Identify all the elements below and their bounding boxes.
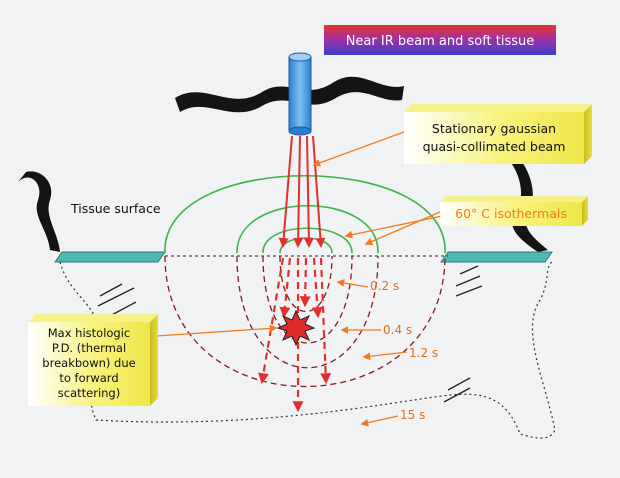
time-label-0-2s: 0.2 s [370,279,399,293]
isotherm-label: 60° C isothermals [455,206,567,221]
tissue-strand-left [18,171,60,252]
isotherm-label-box: 60° C isothermals [440,196,588,226]
time-label-0-4s: 0.4 s [383,323,412,337]
max-pd-line-2: P.D. (thermal [52,341,126,355]
fiber-probe [288,52,312,136]
isotherm-arcs [164,175,446,254]
beam-label-box: Stationary gaussian quasi-collimated bea… [404,104,592,164]
max-pd-line-1: Max histologic [48,326,131,340]
depth-contours [164,255,446,388]
surface-plate-left [54,251,166,263]
tissue-hatch-marks [97,265,483,403]
beam-label-line-1: Stationary gaussian [432,121,556,136]
tissue-surface-label: Tissue surface [70,201,161,216]
max-pd-line-3: breakbown) due [42,356,135,370]
max-pd-label-box: Max histologic P.D. (thermal breakbown) … [28,314,158,406]
title-text: Near IR beam and soft tissue [346,34,535,49]
beam-label-line-2: quasi-collimated beam [423,139,566,154]
time-label-15s: 15 s [400,408,425,422]
max-pd-line-5: scattering) [58,386,120,400]
surface-plate-right [440,251,553,263]
time-label-1-2s: 1.2 s [409,346,438,360]
callout-lines [155,131,448,427]
title-banner: Near IR beam and soft tissue [324,25,556,55]
thermal-breakdown-star [276,309,316,347]
max-pd-line-4: to forward [59,371,118,385]
beam-arrows [278,135,326,248]
